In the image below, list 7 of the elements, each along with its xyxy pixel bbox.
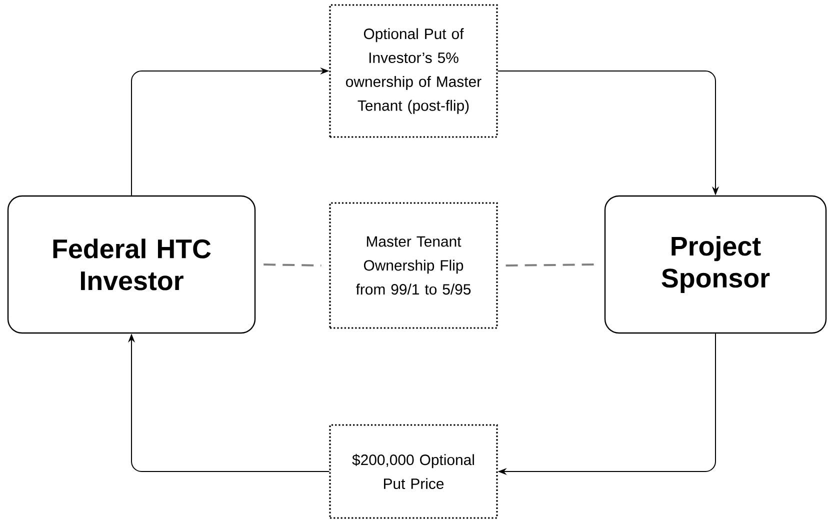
note-box: Optional Put of Investor’s 5% ownership of Master Tenant (post-flip) [329,4,498,138]
dashed-line [264,264,322,266]
note-box: $200,000 Optional Put Price [329,424,498,519]
party-box: Project Sponsor [604,195,827,334]
note-box: Master Tenant Ownership Flip from 99/1 to 5/95 [329,202,498,329]
party-box: Federal HTC Investor [7,195,256,334]
dashed-line [506,264,596,266]
